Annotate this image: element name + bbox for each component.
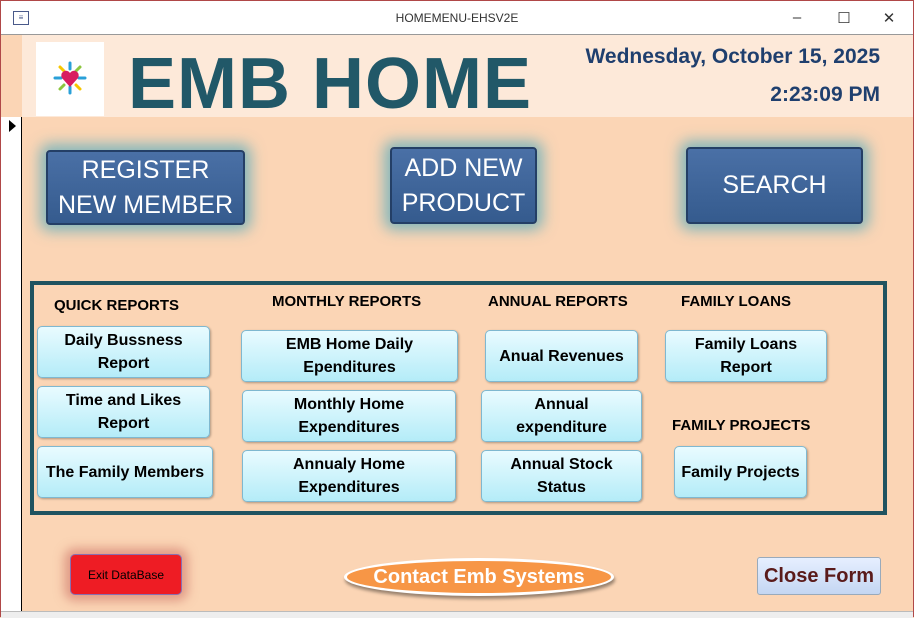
record-selector[interactable] <box>1 117 22 611</box>
current-date: Wednesday, October 15, 2025 <box>585 45 880 68</box>
current-record-arrow-icon <box>9 120 16 132</box>
search-button[interactable]: SEARCH <box>686 147 863 224</box>
navigation-bar <box>1 611 913 618</box>
close-window-button[interactable]: ✕ <box>882 10 896 27</box>
minimize-button[interactable]: – <box>792 9 802 26</box>
daily-expenditures-button[interactable]: EMB Home Daily Ependitures <box>241 330 458 382</box>
app-title: EMB HOME <box>128 44 532 124</box>
maximize-button[interactable]: ☐ <box>837 10 851 27</box>
contact-emb-systems-button[interactable]: Contact Emb Systems <box>344 558 614 596</box>
time-and-likes-report-button[interactable]: Time and Likes Report <box>37 386 210 438</box>
close-form-button[interactable]: Close Form <box>757 557 881 595</box>
current-time: 2:23:09 PM <box>770 83 880 106</box>
family-loans-heading: FAMILY LOANS <box>681 293 792 310</box>
add-new-product-button[interactable]: ADD NEW PRODUCT <box>390 147 537 224</box>
annual-expenditure-button[interactable]: Annual expenditure <box>481 390 642 442</box>
annual-revenues-button[interactable]: Anual Revenues <box>485 330 638 382</box>
family-projects-button[interactable]: Family Projects <box>674 446 807 498</box>
annual-home-expenditures-button[interactable]: Annualy Home Expenditures <box>242 450 456 502</box>
logo <box>36 42 104 116</box>
family-loans-report-button[interactable]: Family Loans Report <box>665 330 827 382</box>
annual-stock-status-button[interactable]: Annual Stock Status <box>481 450 642 502</box>
annual-reports-heading: ANNUAL REPORTS <box>488 293 628 310</box>
daily-business-report-button[interactable]: Daily Bussness Report <box>37 326 210 378</box>
title-bar: ≡ HOMEMENU-EHSV2E – ☐ ✕ <box>1 1 913 35</box>
family-projects-heading: FAMILY PROJECTS <box>672 417 811 434</box>
form-icon: ≡ <box>13 11 29 25</box>
quick-reports-heading: QUICK REPORTS <box>54 297 180 314</box>
window-title: HOMEMENU-EHSV2E <box>395 11 519 25</box>
header-band <box>22 35 913 117</box>
monthly-reports-heading: MONTHLY REPORTS <box>272 293 422 310</box>
heart-logo-icon <box>53 61 87 95</box>
register-new-member-button[interactable]: REGISTER NEW MEMBER <box>46 150 245 225</box>
reports-panel <box>30 281 887 515</box>
monthly-expenditures-button[interactable]: Monthly Home Expenditures <box>242 390 456 442</box>
family-members-button[interactable]: The Family Members <box>37 446 213 498</box>
exit-database-button[interactable]: Exit DataBase <box>70 554 182 595</box>
